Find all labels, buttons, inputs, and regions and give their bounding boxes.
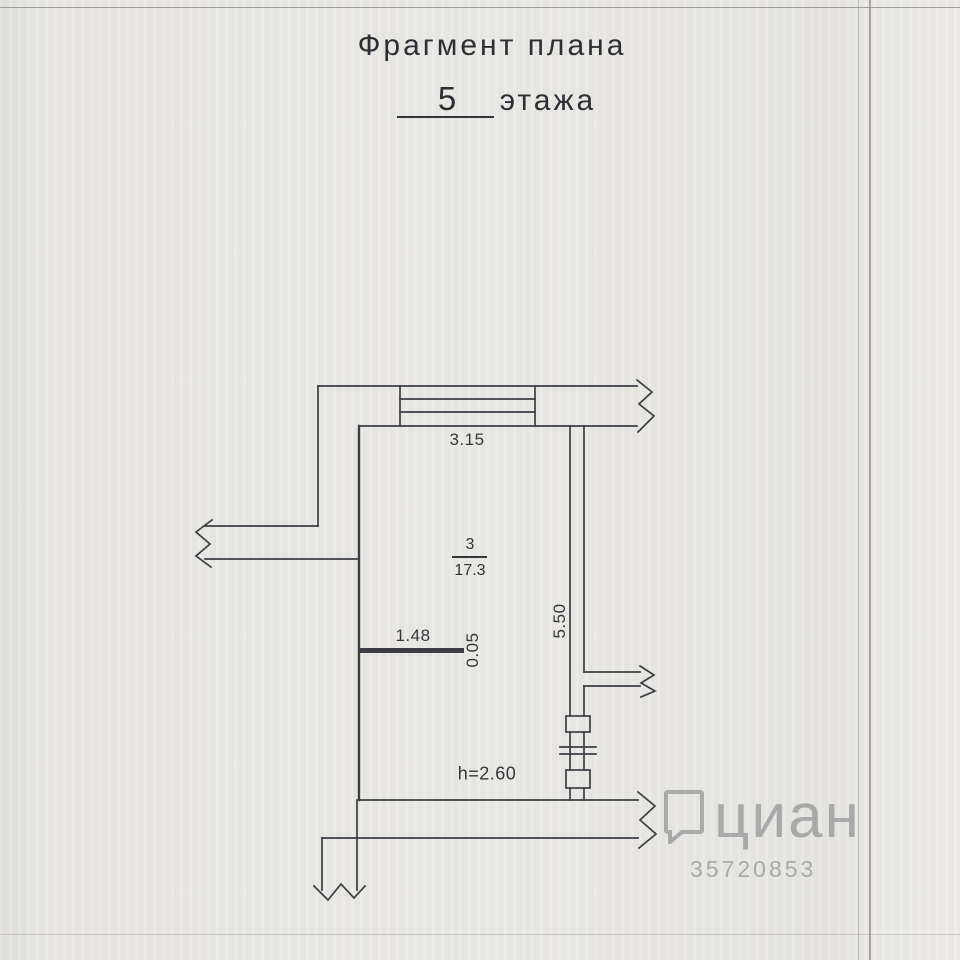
floor-number-underline (397, 116, 494, 118)
cian-logo-icon (664, 790, 704, 844)
floor-suffix: этажа (499, 84, 597, 117)
window (399, 385, 536, 427)
walls (204, 385, 641, 891)
watermark-listing-id: 35720853 (690, 856, 817, 882)
interior-partition (360, 648, 464, 653)
break-marks (194, 378, 658, 902)
watermark-brand-text: циан (714, 782, 861, 851)
door-blocks (559, 715, 597, 789)
cian-watermark: циан (664, 786, 861, 848)
floor-number: 5 (437, 80, 457, 117)
page-title: Фрагмент плана (357, 29, 627, 62)
